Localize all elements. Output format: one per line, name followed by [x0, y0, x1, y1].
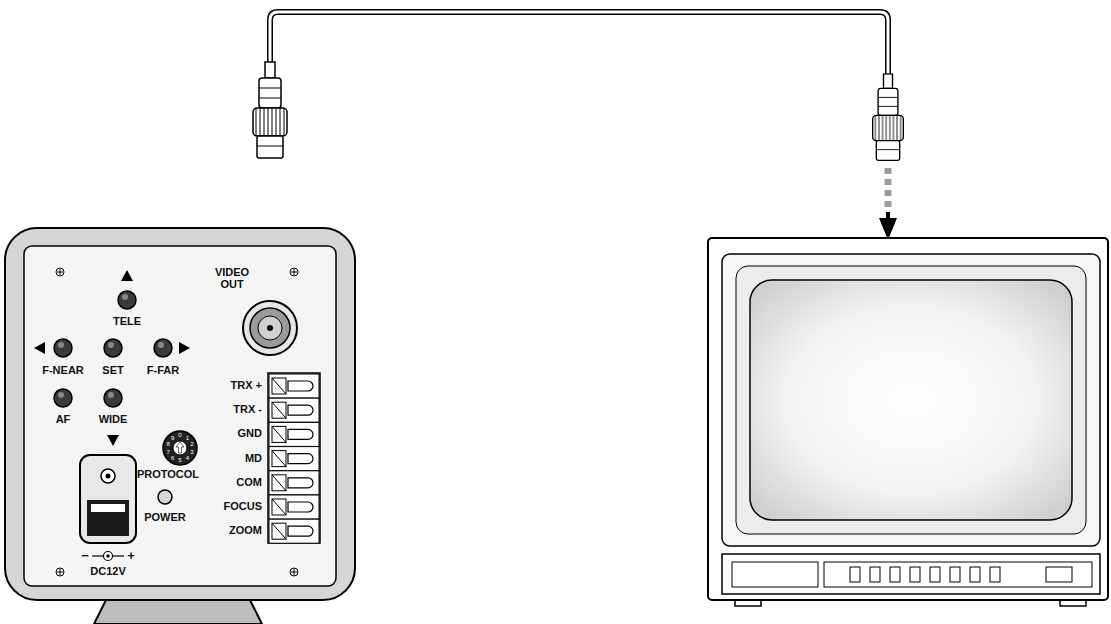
monitor-key [870, 567, 880, 582]
monitor-key [990, 567, 1000, 582]
terminal-screw [269, 519, 319, 543]
camera-rear-panel [5, 228, 355, 624]
switch-label: PROTOCOL [137, 469, 199, 481]
monitor-key [970, 567, 980, 582]
dial-digit: 5 [178, 457, 181, 463]
power-label: DC12V [90, 566, 125, 578]
monitor-key [850, 567, 860, 582]
dial-digit: 1 [186, 435, 189, 441]
monitor-key [910, 567, 920, 582]
terminal-label: TRX + [231, 380, 262, 392]
terminal-label: ZOOM [229, 525, 262, 537]
terminal-label: TRX - [233, 404, 262, 416]
terminal-label: COM [236, 477, 262, 489]
terminal-screw [269, 447, 319, 471]
button-label: WIDE [99, 414, 128, 426]
indicator-label: POWER [144, 512, 186, 524]
dial-digit: 3 [190, 449, 193, 455]
polarity-sign: − [81, 549, 89, 563]
terminal-label: FOCUS [224, 501, 263, 513]
monitor-key [930, 567, 940, 582]
button-label: F-FAR [147, 365, 179, 377]
terminal-label: MD [245, 453, 262, 465]
terminal-screw [269, 495, 319, 519]
terminal-screw [269, 398, 319, 422]
terminal-screw [269, 471, 319, 495]
dial-digit: 4 [186, 455, 189, 461]
dial-digit: 8 [166, 441, 169, 447]
terminal-screw [269, 374, 319, 398]
terminal-label: GND [238, 428, 262, 440]
dial-digit: 6 [171, 455, 174, 461]
video-monitor [708, 238, 1108, 606]
terminal-screw [269, 422, 319, 446]
dial-digit: 7 [166, 449, 169, 455]
connector-label: VIDEO OUT [210, 267, 254, 290]
button-label: SET [102, 365, 123, 377]
button-label: F-NEAR [42, 365, 84, 377]
dial-digit: 0 [178, 432, 181, 438]
dial-digit: 9 [171, 435, 174, 441]
dial-digit: 2 [190, 441, 193, 447]
bnc-cable [253, 12, 903, 160]
monitor-key [950, 567, 960, 582]
button-label: AF [56, 414, 71, 426]
button-label: TELE [113, 316, 141, 328]
monitor-key [890, 567, 900, 582]
polarity-sign: + [127, 549, 135, 563]
